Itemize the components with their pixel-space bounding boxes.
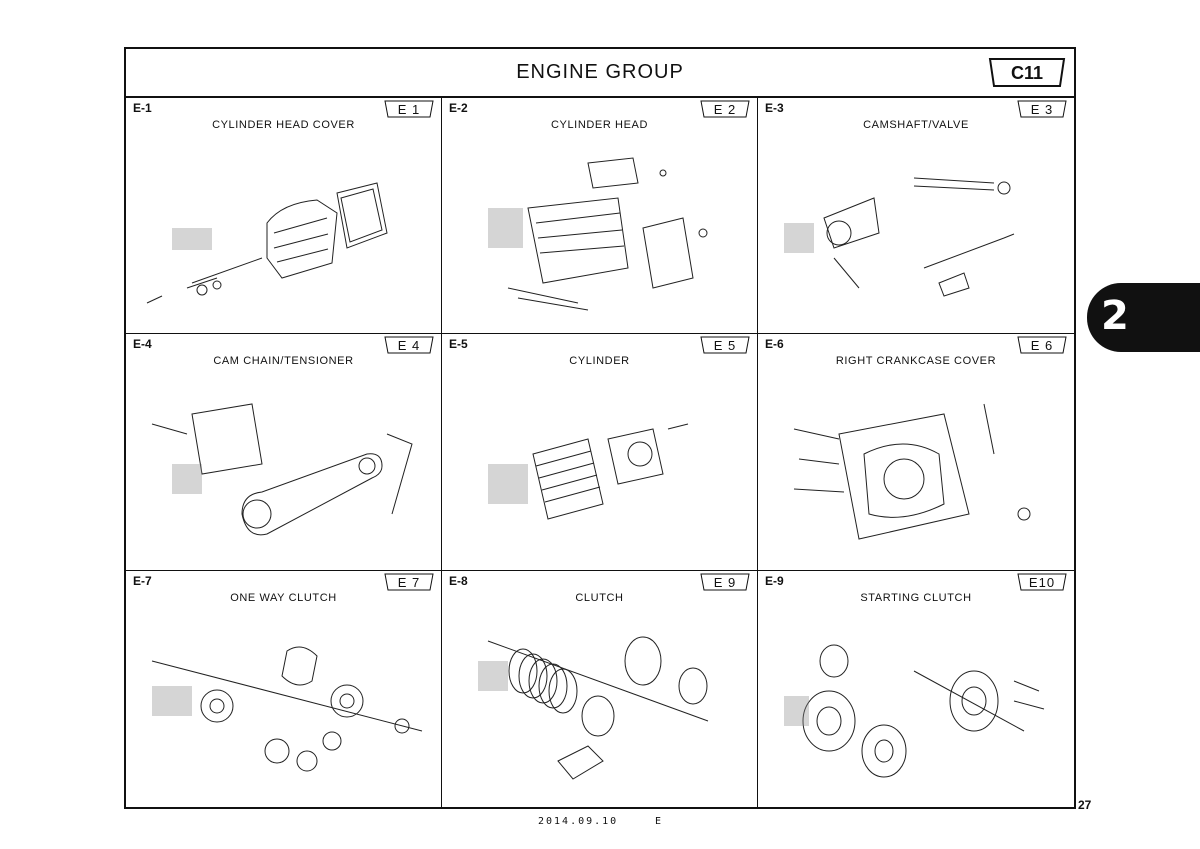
cell-title: STARTING CLUTCH bbox=[860, 592, 972, 604]
cell-code: E-2 bbox=[449, 101, 468, 115]
cell-tag-label: E 4 bbox=[397, 338, 421, 353]
cell-e1[interactable]: E-1 E 1 CYLINDER HEAD COVER bbox=[126, 98, 442, 334]
cell-tag: E 6 bbox=[1016, 335, 1068, 355]
cell-e4[interactable]: E-4 E 4 CAM CHAIN/TENSIONER bbox=[126, 334, 442, 571]
cell-title: ONE WAY CLUTCH bbox=[230, 592, 337, 604]
right-crankcase-cover-diagram bbox=[793, 403, 1031, 540]
cell-tag-label: E 3 bbox=[1030, 102, 1054, 117]
cell-code: E-7 bbox=[133, 574, 152, 588]
cylinder-head-cover-diagram bbox=[146, 182, 388, 304]
cell-title: CAMSHAFT/VALVE bbox=[863, 119, 969, 131]
clutch-diagram bbox=[478, 636, 709, 780]
cylinder-head-diagram bbox=[488, 157, 708, 311]
cell-title: CYLINDER HEAD bbox=[550, 119, 649, 131]
cell-tag-label: E10 bbox=[1028, 575, 1056, 590]
cell-e6[interactable]: E-6 E 6 RIGHT CRANKCASE COVER bbox=[758, 334, 1074, 571]
cell-e3[interactable]: E-3 E 3 CAMSHAFT/VALVE bbox=[758, 98, 1074, 334]
cell-code: E-5 bbox=[449, 337, 468, 351]
footer-letter: E bbox=[655, 816, 662, 827]
cell-tag: E 7 bbox=[383, 572, 435, 592]
cell-code: E-9 bbox=[765, 574, 784, 588]
cell-tag-label: E 5 bbox=[713, 338, 737, 353]
cell-code: E-4 bbox=[133, 337, 152, 351]
cell-tag: E 3 bbox=[1016, 99, 1068, 119]
cam-chain-tensioner-diagram bbox=[151, 403, 413, 536]
cylinder-diagram bbox=[488, 423, 689, 520]
cell-code: E-6 bbox=[765, 337, 784, 351]
footer-date: 2014.09.10 bbox=[538, 816, 619, 827]
cell-e7[interactable]: E-7 E 7 ONE WAY CLUTCH bbox=[126, 571, 442, 807]
one-way-clutch-diagram bbox=[151, 646, 423, 772]
cell-tag-label: E 2 bbox=[713, 102, 737, 117]
page-number: 27 bbox=[1078, 798, 1092, 812]
parts-grid: E-1 E 1 CYLINDER HEAD COVER E-2 E 2 CYLI… bbox=[126, 98, 1074, 807]
cell-code: E-1 bbox=[133, 101, 152, 115]
cell-e9[interactable]: E-9 E10 STARTING CLUTCH bbox=[758, 571, 1074, 807]
cell-e5[interactable]: E-5 E 5 CYLINDER bbox=[442, 334, 758, 571]
cell-tag: E 4 bbox=[383, 335, 435, 355]
cell-tag-label: E 6 bbox=[1030, 338, 1054, 353]
cell-e2[interactable]: E-2 E 2 CYLINDER HEAD bbox=[442, 98, 758, 334]
page-title: ENGINE GROUP bbox=[516, 61, 684, 83]
cell-e8[interactable]: E-8 E 9 CLUTCH bbox=[442, 571, 758, 807]
cell-title: CYLINDER bbox=[569, 355, 630, 367]
cell-title: CYLINDER HEAD COVER bbox=[212, 119, 355, 131]
cell-tag: E 9 bbox=[699, 572, 751, 592]
cell-tag: E 2 bbox=[699, 99, 751, 119]
cell-title: CAM CHAIN/TENSIONER bbox=[213, 355, 354, 367]
cell-code: E-8 bbox=[449, 574, 468, 588]
starting-clutch-diagram bbox=[784, 644, 1045, 778]
cell-code: E-3 bbox=[765, 101, 784, 115]
section-code: C11 bbox=[1010, 63, 1044, 83]
cell-tag: E10 bbox=[1016, 572, 1068, 592]
cell-tag-label: E 1 bbox=[397, 102, 421, 117]
cell-title: CLUTCH bbox=[575, 592, 624, 604]
chapter-tab[interactable]: 2 bbox=[1087, 283, 1200, 352]
cell-tag: E 1 bbox=[383, 99, 435, 119]
cell-title: RIGHT CRANKCASE COVER bbox=[835, 355, 997, 367]
chapter-number: 2 bbox=[1101, 293, 1129, 339]
cell-tag-label: E 9 bbox=[713, 575, 737, 590]
cell-tag-label: E 7 bbox=[397, 575, 421, 590]
camshaft-valve-diagram bbox=[784, 177, 1015, 297]
page-header: ENGINE GROUP C11 bbox=[126, 49, 1074, 98]
section-tab: C11 bbox=[986, 58, 1068, 88]
catalog-frame: ENGINE GROUP C11 E-1 E 1 CYLINDER HEAD C… bbox=[124, 47, 1076, 809]
cell-tag: E 5 bbox=[699, 335, 751, 355]
